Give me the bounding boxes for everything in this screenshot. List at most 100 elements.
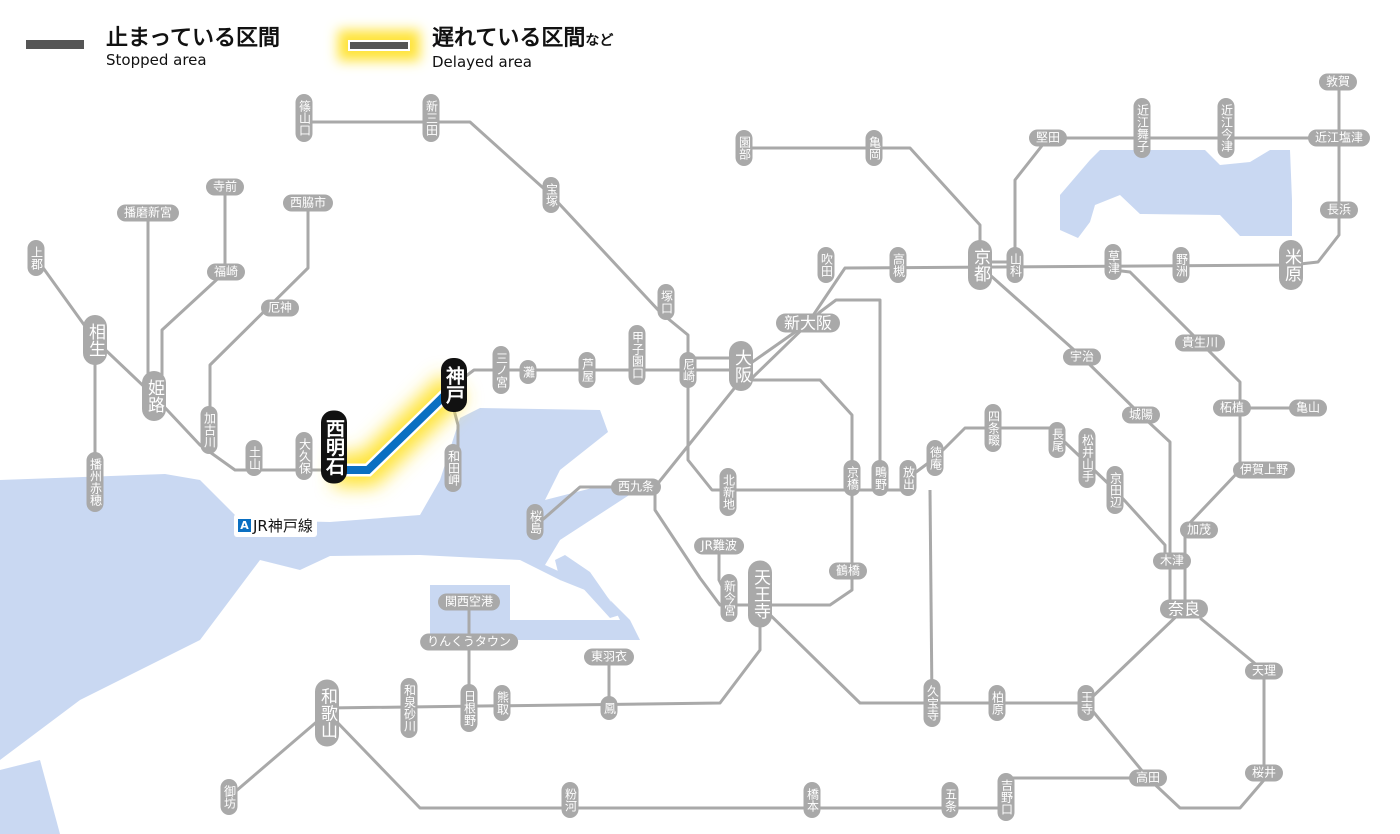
station-label[interactable]: 西九条	[610, 478, 662, 496]
station-label[interactable]: 奈良	[1159, 599, 1209, 619]
legend-stopped-ja: 止まっている区間	[106, 26, 281, 51]
station-label[interactable]: 大久保	[295, 432, 313, 480]
station-label[interactable]: 桜井	[1244, 764, 1284, 782]
station-label[interactable]: 草津	[1104, 244, 1122, 280]
station-label[interactable]: 和歌山	[315, 679, 339, 747]
station-label[interactable]: 徳庵	[926, 440, 944, 476]
station-label[interactable]: 京田辺	[1106, 466, 1124, 514]
station-label[interactable]: 新三田	[422, 94, 440, 142]
station-label[interactable]: 西脇市	[282, 194, 334, 212]
station-label[interactable]: 吹田	[817, 247, 835, 283]
station-label[interactable]: 北新地	[719, 468, 737, 516]
rail-line	[750, 298, 882, 478]
station-label[interactable]: 和泉砂川	[400, 678, 418, 738]
station-label[interactable]: 桜島	[526, 504, 544, 540]
station-label[interactable]: 宇治	[1062, 348, 1102, 366]
station-label[interactable]: 近江今津	[1217, 98, 1235, 158]
station-label[interactable]: 近江舞子	[1133, 98, 1151, 158]
station-label[interactable]: 五条	[941, 782, 959, 818]
station-label[interactable]: 高田	[1128, 769, 1168, 787]
water-area	[0, 408, 640, 760]
station-label[interactable]: 野洲	[1172, 247, 1190, 283]
station-label[interactable]: 日根野	[460, 684, 478, 732]
station-label[interactable]: りんくうタウン	[420, 633, 518, 651]
station-label[interactable]: 播州赤穂	[86, 452, 104, 512]
station-label[interactable]: 熊取	[493, 685, 511, 721]
station-label[interactable]: 芦屋	[578, 352, 596, 388]
rail-line	[1146, 616, 1266, 810]
station-major-label[interactable]: 神戸	[441, 358, 467, 412]
station-label[interactable]: 播磨新宮	[116, 204, 180, 222]
legend-delayed-suffix: など	[585, 33, 614, 49]
rail-line	[1112, 268, 1308, 410]
station-label[interactable]: 和田岬	[444, 444, 462, 492]
station-label[interactable]: 関西空港	[437, 593, 501, 611]
delayed-section	[334, 373, 467, 487]
station-label[interactable]: 相生	[83, 315, 107, 365]
station-label[interactable]: 天理	[1244, 662, 1284, 680]
station-label[interactable]: 寺前	[205, 178, 245, 196]
line-label-jr-kobe[interactable]: A JR神戸線	[234, 514, 317, 537]
station-label[interactable]: 亀岡	[865, 130, 883, 166]
station-label[interactable]: 伊賀上野	[1232, 461, 1296, 479]
station-label[interactable]: 長尾	[1048, 422, 1066, 458]
station-label[interactable]: 木津	[1152, 552, 1192, 570]
station-label[interactable]: 近江塩津	[1307, 129, 1371, 147]
station-label[interactable]: 御坊	[220, 779, 238, 815]
station-label[interactable]: 山科	[1006, 247, 1024, 283]
station-label[interactable]: 敦賀	[1318, 73, 1358, 91]
rail-line	[758, 603, 1186, 705]
station-label[interactable]: 京都	[968, 240, 992, 290]
station-label[interactable]: 長浜	[1319, 201, 1359, 219]
station-label[interactable]: 上郡	[27, 240, 45, 276]
station-label[interactable]: 柏原	[988, 685, 1006, 721]
station-label[interactable]: 米原	[1279, 240, 1303, 290]
station-label[interactable]: 姫路	[142, 371, 166, 421]
station-label[interactable]: 城陽	[1121, 406, 1161, 424]
station-label[interactable]: 三ノ宮	[492, 346, 510, 394]
station-major-label[interactable]: 西明石	[321, 410, 347, 484]
legend-stopped-en: Stopped area	[106, 51, 207, 69]
water-areas	[0, 150, 1292, 834]
station-label[interactable]: 篠山口	[295, 94, 313, 142]
station-label[interactable]: 加茂	[1179, 521, 1219, 539]
station-label[interactable]: 鳳	[600, 696, 618, 720]
station-label[interactable]: 鴫野	[871, 460, 889, 496]
station-label[interactable]: 亀山	[1288, 399, 1328, 417]
station-label[interactable]: 粉河	[561, 782, 579, 818]
station-label[interactable]: 柘植	[1212, 399, 1252, 417]
station-label[interactable]: 高槻	[889, 247, 907, 283]
station-label[interactable]: 放出	[899, 460, 917, 496]
legend-stopped: 止まっている区間 Stopped area	[26, 26, 280, 69]
water-area	[1060, 150, 1292, 238]
rail-line	[1013, 136, 1339, 265]
station-label[interactable]: 吉野口	[997, 773, 1015, 821]
station-label[interactable]: 新今宮	[720, 574, 738, 622]
station-label[interactable]: 新大阪	[775, 313, 841, 333]
station-label[interactable]: 厄神	[260, 299, 300, 317]
station-label[interactable]: 土山	[245, 440, 263, 476]
station-label[interactable]: 松井山手	[1078, 428, 1096, 488]
station-label[interactable]: 天王寺	[748, 560, 772, 628]
station-label[interactable]: 福崎	[206, 263, 246, 281]
station-label[interactable]: 東羽衣	[583, 648, 635, 666]
station-label[interactable]: 加古川	[200, 406, 218, 454]
rail-line	[907, 426, 1167, 561]
station-label[interactable]: 尼崎	[679, 352, 697, 388]
station-label[interactable]: 堅田	[1028, 129, 1068, 147]
station-label[interactable]: 園部	[735, 130, 753, 166]
station-label[interactable]: 王寺	[1077, 685, 1095, 721]
station-label[interactable]: 大阪	[729, 341, 753, 391]
station-label[interactable]: 久宝寺	[923, 679, 941, 727]
station-label[interactable]: 橋本	[803, 782, 821, 818]
station-label[interactable]: 京橋	[843, 460, 861, 496]
rail-line	[228, 711, 328, 799]
station-label[interactable]: 貴生川	[1174, 334, 1226, 352]
station-label[interactable]: 塚口	[657, 284, 675, 320]
station-label[interactable]: 灘	[519, 360, 537, 384]
station-label[interactable]: 甲子園口	[628, 325, 646, 385]
station-label[interactable]: 四条畷	[984, 404, 1002, 452]
station-label[interactable]: 宝塚	[542, 177, 560, 213]
station-label[interactable]: JR難波	[694, 537, 744, 555]
station-label[interactable]: 鶴橋	[828, 562, 868, 580]
